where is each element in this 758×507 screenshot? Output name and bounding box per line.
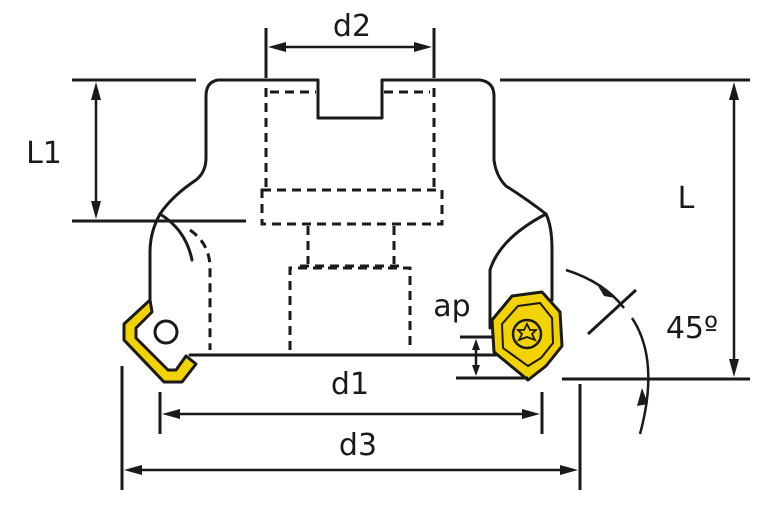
l1-arrow-top: [91, 82, 101, 100]
angle-ext-line: [586, 288, 638, 336]
right-pocket-line: [488, 212, 548, 330]
angle-arrow-lower: [637, 388, 648, 406]
left-insert: [122, 298, 198, 384]
right-insert-inner-edge: [500, 301, 555, 368]
left-flute-line: [158, 212, 194, 262]
left-insert-screw-hole: [153, 319, 179, 345]
l-label: L: [678, 181, 695, 216]
counterbore-hidden: [288, 266, 412, 350]
d3-label: d3: [339, 428, 377, 463]
left-pocket-hidden: [189, 228, 212, 350]
ap-arrow-top: [472, 339, 480, 350]
l-arrow-top: [729, 82, 739, 100]
right-insert: [490, 290, 564, 382]
angle-arc-lower: [630, 317, 650, 435]
torx-screw-icon: [511, 318, 543, 350]
cutter-body-left: [148, 78, 220, 302]
d2-arrow-left: [268, 42, 286, 52]
d1-label: d1: [331, 367, 369, 402]
l1-label: L1: [26, 136, 62, 171]
d1-arrow-left: [162, 409, 180, 419]
d2-label: d2: [333, 9, 371, 44]
cutter-body-outline: [216, 78, 554, 302]
angle-arc-upper: [565, 268, 625, 309]
l-arrow-bottom: [729, 359, 739, 377]
d1-arrow-right: [522, 409, 540, 419]
angle-arrow-upper: [598, 286, 615, 298]
ap-label: ap: [433, 289, 470, 324]
d2-arrow-right: [414, 42, 432, 52]
torx-star-icon: [515, 321, 539, 342]
l1-arrow-bottom: [91, 201, 101, 219]
collar-hidden: [260, 188, 444, 226]
d3-arrow-left: [124, 465, 142, 475]
angle-label: 45º: [666, 311, 718, 346]
d3-arrow-right: [560, 465, 578, 475]
ap-arrow-bottom: [472, 365, 480, 376]
